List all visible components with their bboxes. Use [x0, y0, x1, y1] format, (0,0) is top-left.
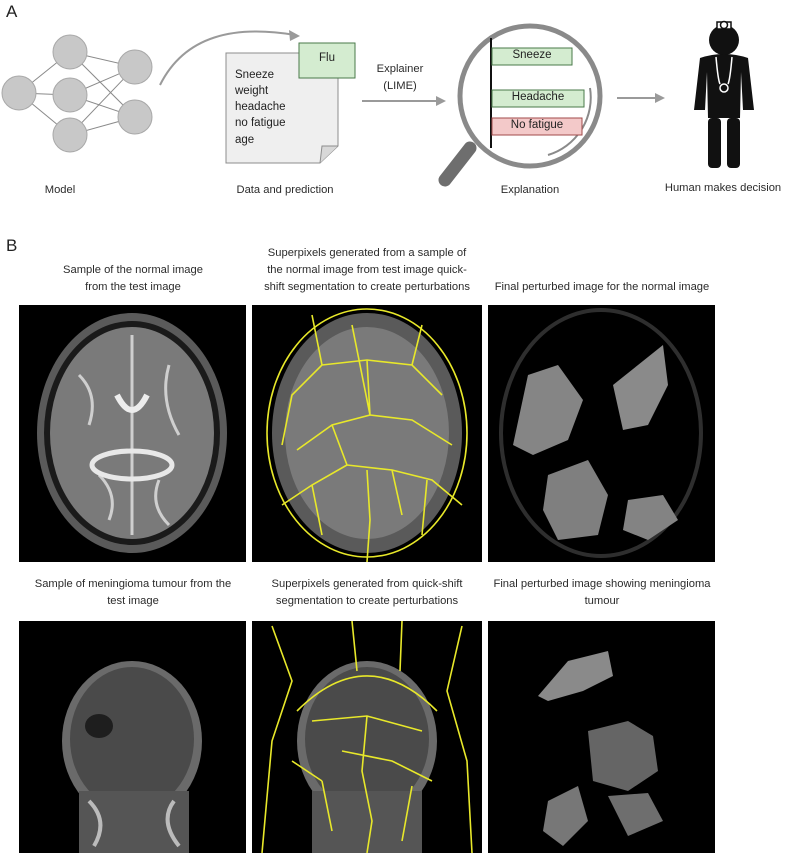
mri-normal-superpixels: [252, 305, 482, 562]
network-node: [117, 99, 153, 135]
mri-tumour-perturbed: [488, 621, 715, 853]
explanation-caption: Explanation: [500, 184, 560, 196]
caption-normal-perturbed: Final perturbed image for the normal ima…: [494, 281, 710, 293]
model-caption: Model: [44, 184, 76, 196]
caption-line: Final perturbed image showing meningioma: [493, 578, 711, 590]
network-node: [52, 77, 88, 113]
mri-normal-perturbed: [488, 305, 715, 562]
caption-tumour-sample: Sample of meningioma tumour from the tes…: [20, 576, 246, 610]
prediction-label: Flu: [319, 52, 335, 64]
feature-item: no fatigue: [235, 117, 286, 129]
mri-tumour-sample: [19, 621, 246, 853]
caption-normal-superpixels: Superpixels generated from a sample of t…: [249, 245, 485, 296]
bar-headache: [491, 89, 585, 108]
caption-line: test image: [107, 595, 159, 607]
caption-line: Sample of meningioma tumour from the: [34, 578, 232, 590]
feature-item: headache: [235, 101, 286, 113]
network-node: [52, 34, 88, 70]
caption-normal-sample: Sample of the normal image from the test…: [20, 262, 246, 296]
bar-label-headache: Headache: [511, 91, 565, 103]
caption-line: from the test image: [85, 281, 181, 293]
curved-arrow: [159, 30, 296, 86]
human-caption: Human makes decision: [664, 182, 782, 194]
feature-item: weight: [235, 85, 269, 97]
magnifier-handle: [438, 141, 477, 187]
explainer-label-line: (LIME): [383, 80, 417, 92]
data-caption: Data and prediction: [236, 184, 334, 196]
network-node: [1, 75, 37, 111]
explainer-label-line: Explainer: [376, 63, 424, 75]
flu-box: [298, 42, 356, 79]
bar-no-fatigue: [491, 117, 583, 136]
caption-line: tumour: [584, 595, 620, 607]
panel-a-letter: A: [6, 2, 18, 21]
feature-item: Sneeze: [235, 69, 275, 81]
bar-label-no-fatigue: No fatigue: [510, 119, 564, 131]
caption-line: shift segmentation to create perturbatio…: [264, 281, 470, 293]
mri-tumour-superpixels: [252, 621, 482, 853]
explainer-label: Explainer (LIME): [360, 61, 440, 95]
feature-item: age: [235, 134, 255, 146]
panel-b-letter: B: [6, 236, 18, 255]
mri-normal-sample: [19, 305, 246, 562]
caption-line: Superpixels generated from a sample of: [267, 247, 467, 259]
caption-line: the normal image from test image quick-: [267, 264, 467, 276]
network-node: [117, 49, 153, 85]
caption-line: Sample of the normal image: [63, 264, 203, 276]
bar-label-sneeze: Sneeze: [512, 49, 552, 61]
caption-tumour-perturbed: Final perturbed image showing meningioma…: [484, 576, 720, 610]
bar-sneeze: [491, 47, 573, 66]
network-node: [52, 117, 88, 153]
doctor-icon: [694, 20, 754, 168]
panel-a-diagram: [1, 20, 754, 187]
caption-tumour-superpixels: Superpixels generated from quick-shift s…: [249, 576, 485, 610]
caption-line: Superpixels generated from quick-shift: [271, 578, 463, 590]
caption-line: segmentation to create perturbations: [275, 595, 459, 607]
arrow-head: [289, 30, 300, 41]
